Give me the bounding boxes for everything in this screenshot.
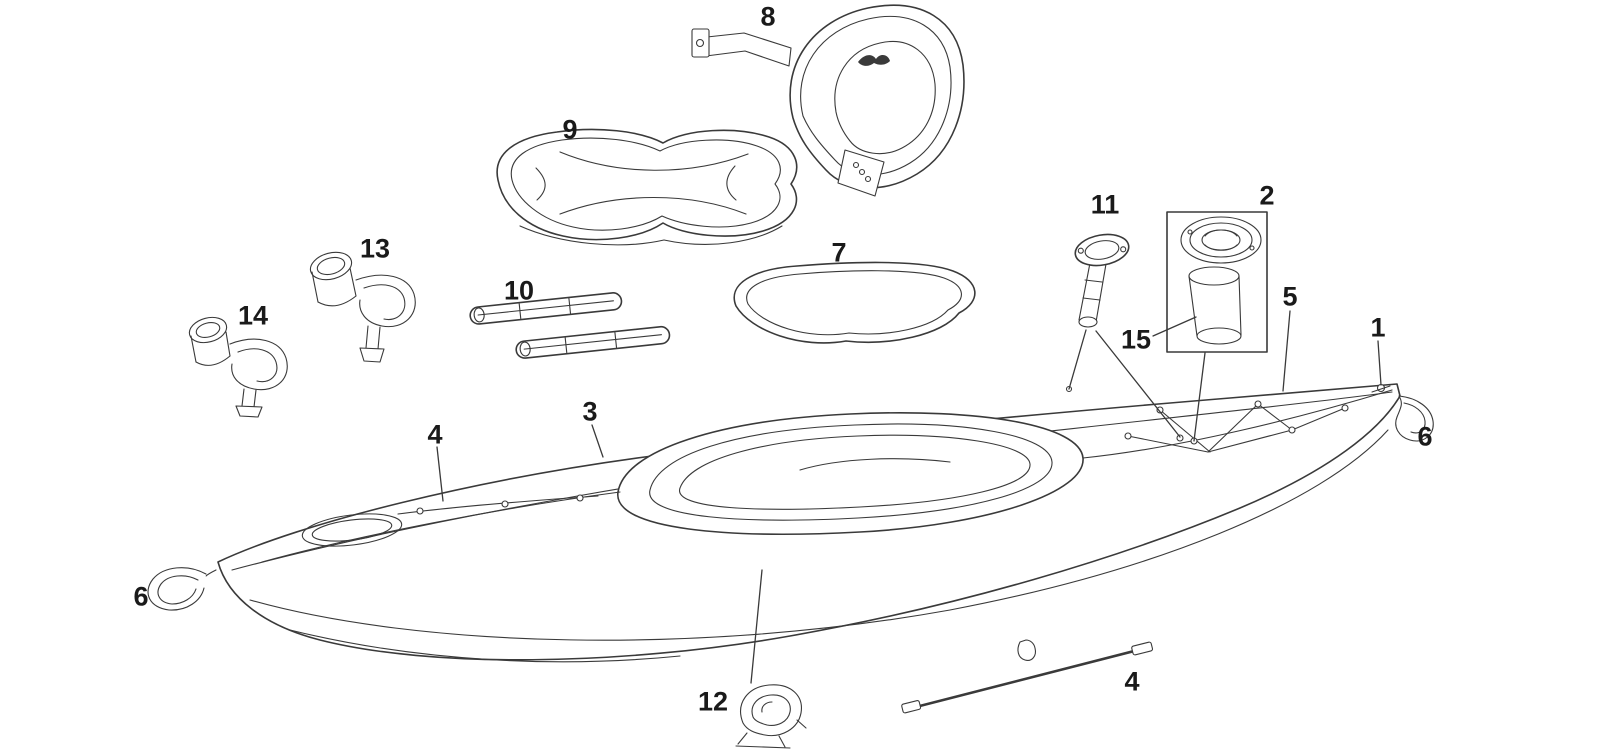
part-label-14: 14 xyxy=(237,300,269,331)
part-label-4-left: 4 xyxy=(427,419,443,450)
part-label-1: 1 xyxy=(1370,312,1386,343)
bow-bungee-rigging xyxy=(1124,400,1349,453)
part-label-9: 9 xyxy=(562,114,578,145)
cord-clip xyxy=(1017,639,1036,661)
rod-holder-14-part xyxy=(188,316,288,418)
part-label-7: 7 xyxy=(831,237,847,268)
part-label-5: 5 xyxy=(1282,281,1298,312)
part-label-11: 11 xyxy=(1090,189,1120,220)
part-label-15: 15 xyxy=(1120,324,1152,355)
bow-carry-handle-part xyxy=(1395,395,1434,442)
part-label-3: 3 xyxy=(582,396,598,427)
part-label-12: 12 xyxy=(697,686,729,717)
brand-bird-logo xyxy=(858,55,890,66)
leader-lines xyxy=(436,310,1382,684)
stern-carry-handle-part xyxy=(147,567,217,611)
seat-back-part xyxy=(691,4,965,197)
bow-fitting xyxy=(1371,383,1391,393)
hatch-cover-pad-part xyxy=(733,261,976,344)
hatch-lid xyxy=(1180,216,1262,264)
part-label-13: 13 xyxy=(359,233,391,264)
part-label-6-right: 6 xyxy=(1417,421,1433,452)
part-label-8: 8 xyxy=(760,1,776,32)
seat-pad-part xyxy=(496,128,798,246)
hatch-bucket xyxy=(1188,266,1242,345)
kayak-hull xyxy=(217,383,1401,663)
strap-buckle xyxy=(691,28,710,58)
part-label-6-left: 6 xyxy=(133,581,149,612)
part-label-10: 10 xyxy=(503,275,535,306)
rod-holder-13-part xyxy=(309,251,416,363)
flush-rod-holder-part xyxy=(1074,233,1130,328)
drain-plug-part xyxy=(735,684,807,749)
gear-tracks-part xyxy=(469,292,671,359)
part-label-4-bottom: 4 xyxy=(1124,666,1140,697)
part-label-2: 2 xyxy=(1259,180,1275,211)
cord-part xyxy=(901,639,1154,714)
hatch-assembly-box xyxy=(1166,211,1268,353)
